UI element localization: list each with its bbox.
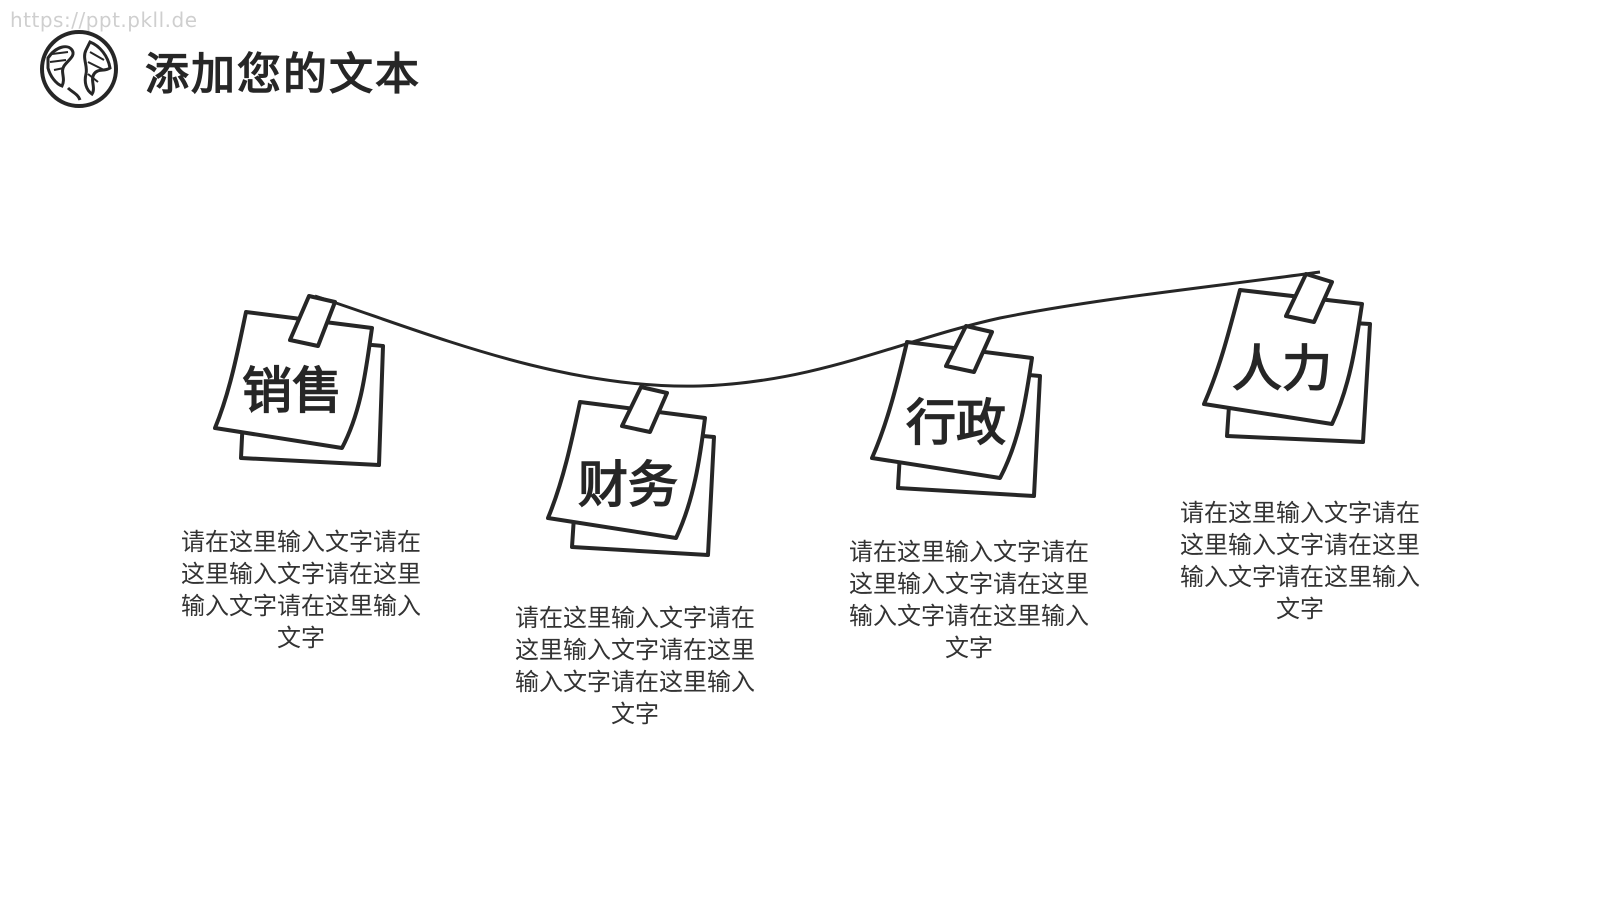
note-label-finance: 财务 <box>578 456 678 514</box>
watermark-url: https://ppt.pkll.de <box>10 8 198 32</box>
sticky-note-hr: 人力 <box>1202 272 1372 444</box>
sticky-note-sales: 销售 <box>213 294 385 467</box>
sticky-note-finance: 财务 <box>546 385 716 557</box>
note-label-admin: 行政 <box>906 394 1006 452</box>
description-hr: 请在这里输入文字请在这里输入文字请在这里输入文字请在这里输入文字 <box>1180 499 1420 623</box>
note-label-sales: 销售 <box>242 362 342 420</box>
description-finance: 请在这里输入文字请在这里输入文字请在这里输入文字请在这里输入文字 <box>515 604 755 728</box>
sticky-note-admin: 行政 <box>870 324 1042 498</box>
hanging-string <box>314 270 1321 388</box>
note-label-hr: 人力 <box>1232 340 1332 398</box>
description-sales: 请在这里输入文字请在这里输入文字请在这里输入文字请在这里输入文字 <box>181 528 421 652</box>
description-admin: 请在这里输入文字请在这里输入文字请在这里输入文字请在这里输入文字 <box>849 538 1089 662</box>
globe-icon <box>40 30 118 108</box>
page-title: 添加您的文本 <box>145 49 421 100</box>
